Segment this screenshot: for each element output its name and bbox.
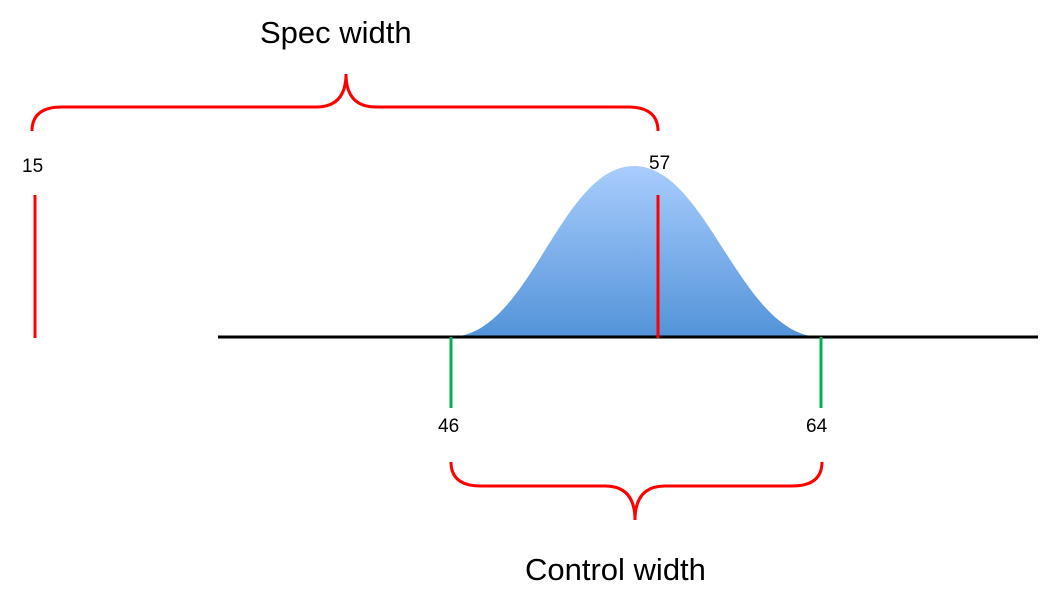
- spec-upper-value: 57: [649, 153, 671, 174]
- control-lower-value: 46: [438, 416, 460, 437]
- spec-width-brace: [30, 73, 660, 132]
- control-upper-value: 64: [806, 416, 828, 437]
- control-width-brace: [449, 461, 824, 521]
- control-width-label: Control width: [525, 552, 706, 587]
- spec-lower-value: 15: [22, 156, 44, 177]
- distribution-curve: [450, 166, 821, 337]
- spec-width-label: Spec width: [260, 15, 412, 50]
